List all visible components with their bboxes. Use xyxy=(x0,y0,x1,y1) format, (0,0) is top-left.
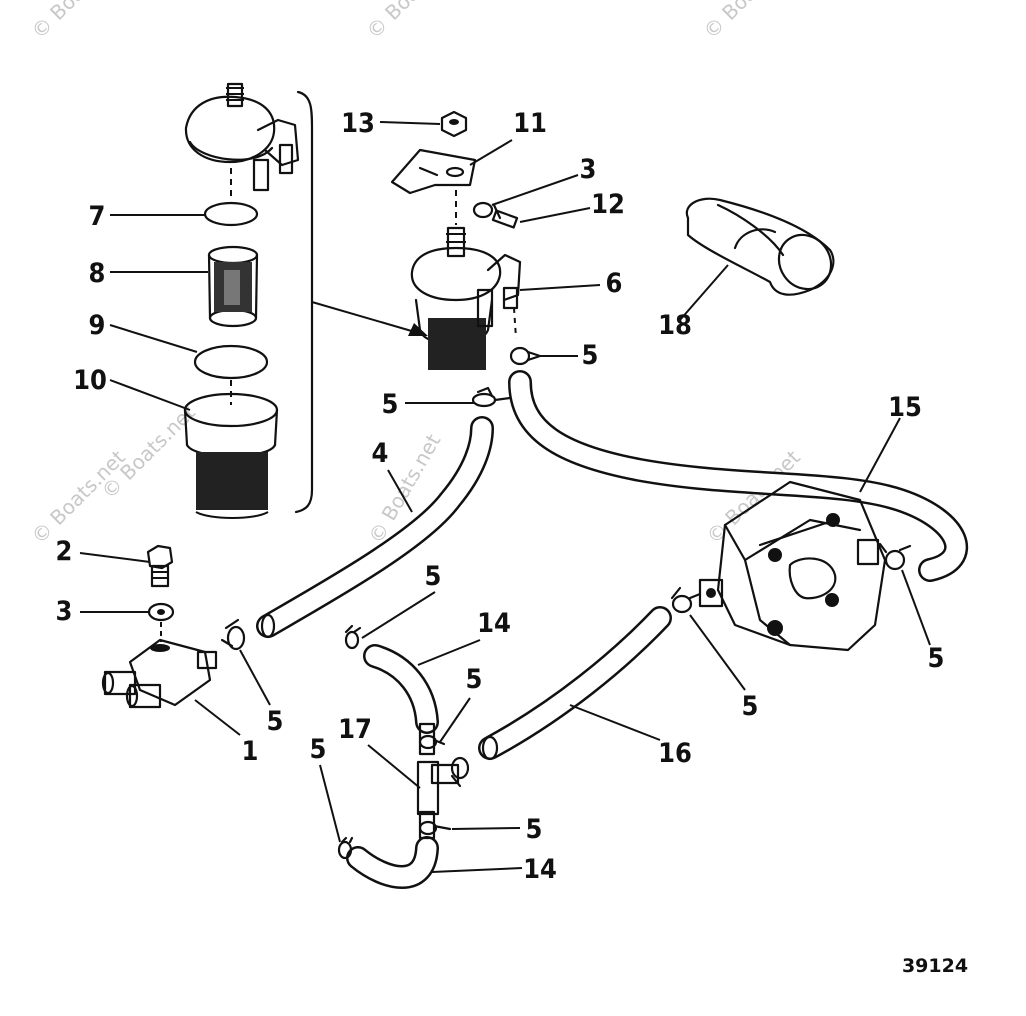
clamp-5 xyxy=(344,624,362,650)
filter-washer-3 xyxy=(472,201,494,219)
filter-bowl-10 xyxy=(183,380,279,519)
callout-16: 16 xyxy=(658,738,692,769)
callout-5: 5 xyxy=(382,389,399,420)
clamp-5 xyxy=(878,542,912,571)
fitting-1 xyxy=(101,638,218,709)
filter-bracket-11 xyxy=(390,148,477,195)
exploded-bracket xyxy=(294,90,314,514)
watermark: © Boats.net xyxy=(362,0,465,44)
hose-16 xyxy=(478,606,672,761)
filter-gasket-7 xyxy=(203,201,259,227)
callout-2: 2 xyxy=(56,536,73,567)
clamp-5 xyxy=(471,386,512,408)
bolt-2 xyxy=(146,544,174,588)
callout-6: 6 xyxy=(606,268,623,299)
hose-4 xyxy=(256,416,494,639)
hose-15 xyxy=(508,370,969,582)
watermark: © Boats.net xyxy=(699,0,802,44)
filter-o-ring-9 xyxy=(193,344,269,380)
filter-element-8 xyxy=(207,245,259,328)
washer-3-left xyxy=(147,602,175,642)
callout-17: 17 xyxy=(338,714,372,745)
clamp-5 xyxy=(450,756,470,788)
callout-10: 10 xyxy=(73,365,107,396)
callout-4: 4 xyxy=(372,438,389,469)
callout-12: 12 xyxy=(591,189,625,220)
callout-labels: 13 11 3 12 6 5 5 7 8 9 10 4 2 3 1 5 5 14… xyxy=(56,108,969,977)
callout-5: 5 xyxy=(742,691,759,722)
callout-3: 3 xyxy=(56,596,73,627)
callout-9: 9 xyxy=(89,310,106,341)
callout-15: 15 xyxy=(888,392,922,423)
callout-5: 5 xyxy=(267,706,284,737)
clamp-5 xyxy=(220,618,246,651)
clamp-5 xyxy=(509,346,542,366)
hose-14-lower xyxy=(346,836,439,889)
filter-nut-13 xyxy=(440,110,468,138)
watermark: © Boats.net xyxy=(27,0,130,44)
filter-head-exploded xyxy=(184,82,300,200)
figure-number: 39124 xyxy=(902,955,968,977)
filter-screw-12 xyxy=(491,203,519,229)
callout-5: 5 xyxy=(526,814,543,845)
filter-assembly-6 xyxy=(410,190,522,370)
leader-lines xyxy=(79,121,931,873)
callout-3: 3 xyxy=(580,154,597,185)
hose-14-upper xyxy=(363,644,439,734)
callout-5: 5 xyxy=(928,643,945,674)
callout-5: 5 xyxy=(310,734,327,765)
callout-11: 11 xyxy=(513,108,547,139)
callout-5: 5 xyxy=(425,561,442,592)
callout-13: 13 xyxy=(341,108,375,139)
callout-1: 1 xyxy=(242,736,259,767)
callout-18: 18 xyxy=(658,310,692,341)
callout-5: 5 xyxy=(582,340,599,371)
clamps xyxy=(220,346,912,860)
sleeve-18 xyxy=(685,197,835,296)
clamp-5 xyxy=(670,586,702,614)
clamp-5 xyxy=(418,734,446,750)
exploded-arrow xyxy=(311,301,428,336)
callout-14: 14 xyxy=(523,854,557,885)
callout-14: 14 xyxy=(477,608,511,639)
callout-5: 5 xyxy=(466,664,483,695)
callout-8: 8 xyxy=(89,258,106,289)
fuel-pump xyxy=(698,480,887,652)
clamp-5 xyxy=(337,836,354,860)
clamp-5 xyxy=(418,820,452,836)
callout-7: 7 xyxy=(89,201,106,232)
